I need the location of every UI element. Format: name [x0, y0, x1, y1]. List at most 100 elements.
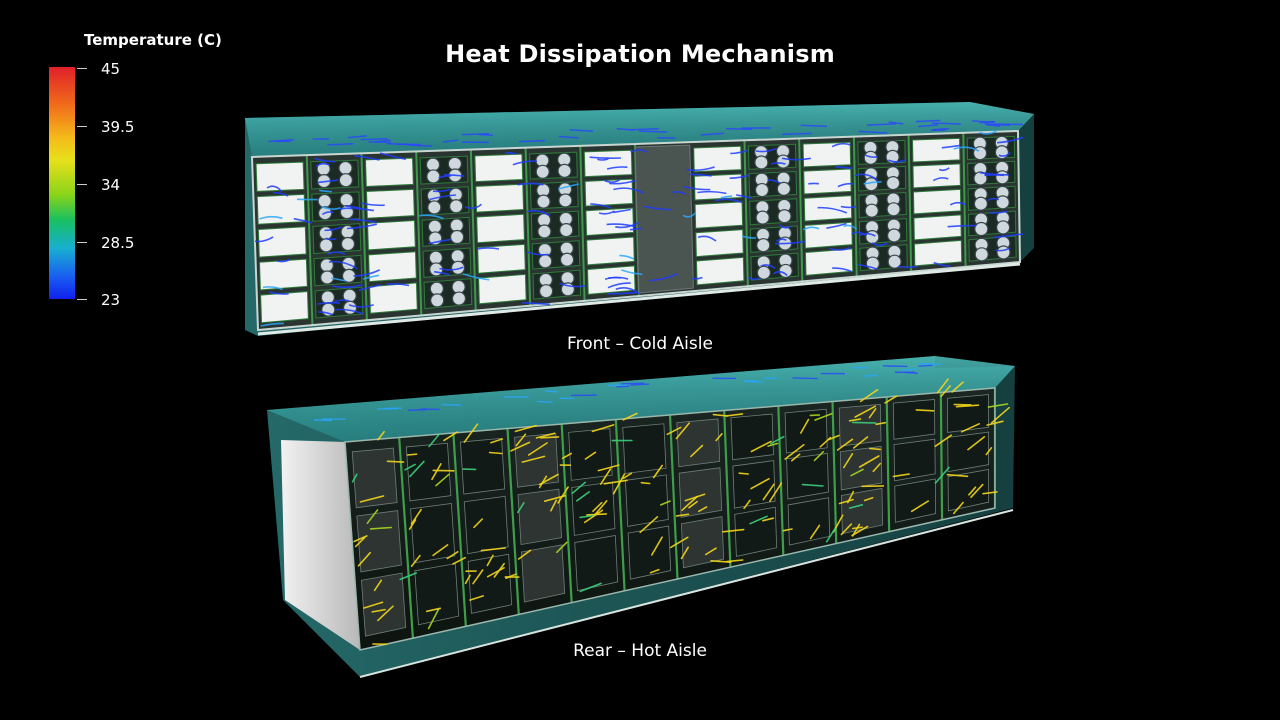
fan-icon [777, 209, 792, 224]
hot-airflow-line [410, 554, 421, 568]
cold-airflow-line [817, 206, 848, 214]
hot-airflow-line [827, 434, 840, 441]
cold-airflow-line [854, 173, 879, 181]
rear-caption: Rear – Hot Aisle [573, 641, 707, 661]
cold-airflow-line [730, 149, 749, 155]
cold-airflow-line [273, 191, 289, 197]
hot-airflow-line [538, 473, 559, 486]
hot-airflow-line [543, 494, 567, 503]
hot-airflow-line [649, 568, 660, 574]
server-unit [410, 503, 456, 564]
fan-icon [342, 300, 358, 315]
cold-airflow-line [505, 151, 517, 155]
hot-airflow-line [738, 472, 750, 475]
hot-airflow-line [369, 526, 393, 530]
cold-airflow-line [461, 133, 490, 136]
fan-icon [340, 236, 356, 252]
cold-airflow-line [729, 174, 749, 179]
hot-airflow-line [561, 452, 573, 460]
hot-airflow-line [505, 573, 517, 580]
server-unit [584, 178, 634, 207]
hot-airflow-line [652, 464, 664, 479]
hot-airflow-line [934, 434, 953, 448]
cold-airflow-line [339, 207, 353, 211]
fan-icon [320, 270, 335, 285]
fan-icon [451, 291, 467, 306]
hot-airflow-line [769, 435, 785, 445]
rack-frame [579, 145, 586, 301]
cold-airflow-line [697, 190, 727, 195]
cold-airflow-line [526, 209, 551, 217]
hot-airflow-line [675, 422, 691, 440]
hot-airflow-line [555, 541, 568, 554]
server-unit [625, 474, 669, 527]
fan-icon [996, 220, 1011, 235]
hot-airflow-line [599, 468, 612, 485]
fan-icon [559, 252, 575, 267]
cold-airflow-line [348, 218, 377, 224]
cold-airflow-line [518, 139, 546, 143]
hot-airflow-line [510, 441, 531, 452]
hot-airflow-line [425, 607, 442, 613]
cold-airflow-line [773, 270, 788, 277]
hot-airflow-line [446, 550, 459, 560]
server-unit [913, 214, 962, 241]
cold-airflow-line [442, 139, 459, 143]
cold-airflow-line [834, 165, 853, 170]
hot-airflow-line [359, 495, 385, 503]
hot-airflow-line [557, 486, 569, 504]
cold-airflow-line [639, 130, 668, 133]
server-unit [894, 478, 937, 523]
hot-airflow-line [848, 503, 864, 509]
cold-airflow-line [321, 211, 334, 216]
hot-airflow-line [584, 451, 597, 460]
fan-icon [449, 218, 464, 233]
hot-airflow-line [985, 446, 993, 456]
hot-airflow-line [464, 574, 471, 585]
cold-airflow-line [683, 185, 711, 191]
cold-airflow-line [941, 144, 961, 149]
hot-airflow-line [767, 442, 779, 447]
hot-airflow-line [749, 515, 768, 525]
hot-airflow-line [750, 440, 772, 453]
rack-frame [907, 134, 913, 272]
hot-airflow-line [603, 479, 628, 485]
cold-airflow-line [325, 237, 337, 241]
hot-airflow-line [951, 381, 964, 393]
hot-airflow-line [697, 506, 708, 513]
hot-airflow-line [373, 579, 383, 592]
hot-airflow-line [517, 549, 532, 560]
hot-airflow-line [622, 412, 638, 421]
server-unit [365, 188, 415, 219]
cold-airflow-line [569, 129, 594, 132]
hot-airflow-line [970, 483, 984, 499]
cold-airflow-line [826, 222, 847, 229]
server-unit [369, 282, 418, 314]
cold-airflow-line [770, 162, 786, 165]
server-unit [368, 251, 417, 283]
rack-frame [885, 396, 891, 532]
rack-frame [305, 155, 314, 326]
cold-airflow-line [863, 374, 878, 377]
server-unit [947, 469, 990, 512]
cold-airflow-line [736, 194, 752, 199]
hot-airflow-line [813, 450, 825, 462]
cold-airflow-line [840, 205, 857, 209]
hot-airflow-line [968, 486, 977, 496]
hot-airflow-line [594, 500, 608, 516]
hot-airflow-line [597, 464, 620, 472]
rack-frame [398, 437, 415, 639]
legend-tick-label: 23 [101, 291, 121, 309]
server-unit [367, 219, 416, 251]
fan-icon [538, 284, 554, 299]
cold-airflow-line [597, 158, 609, 161]
cold-airflow-line [829, 246, 851, 251]
fan-icon [427, 219, 443, 234]
cold-airflow-line [858, 130, 888, 134]
hot-airflow-line [825, 527, 836, 543]
cold-airflow-line [947, 224, 977, 228]
hot-airflow-line [463, 423, 479, 443]
server-unit [693, 173, 743, 201]
rack-frame [962, 132, 967, 267]
server-unit [475, 183, 525, 213]
